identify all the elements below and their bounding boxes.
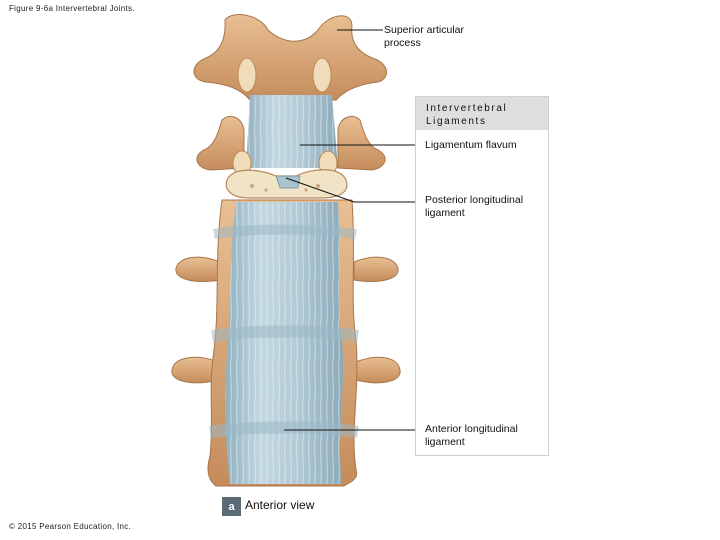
ligamentum-flavum	[246, 95, 338, 168]
legend-title-text: Intervertebral Ligaments	[426, 103, 508, 127]
label-anterior-longitudinal-ligament: Anterior longitudinal ligament	[425, 423, 518, 448]
legend-panel: Intervertebral Ligaments	[415, 96, 549, 456]
vertebral-cross-section	[225, 169, 348, 199]
anterior-longitudinal-ligament	[207, 199, 359, 487]
view-badge: a	[222, 497, 241, 516]
leader-lines	[284, 29, 422, 431]
label-posterior-longitudinal-ligament: Posterior longitudinal ligament	[425, 194, 524, 219]
top-vertebra	[193, 14, 387, 101]
view-label: Anterior view	[245, 498, 315, 512]
label-superior-articular-process: Superior articular process	[384, 24, 464, 49]
copyright: © 2015 Pearson Education, Inc.	[9, 522, 132, 531]
figure-caption: Figure 9-6a Intervertebral Joints.	[9, 4, 135, 13]
label-ligamentum-flavum: Ligamentum flavum	[425, 139, 517, 151]
legend-title: Intervertebral Ligaments	[416, 97, 548, 130]
transverse-processes	[171, 256, 401, 384]
